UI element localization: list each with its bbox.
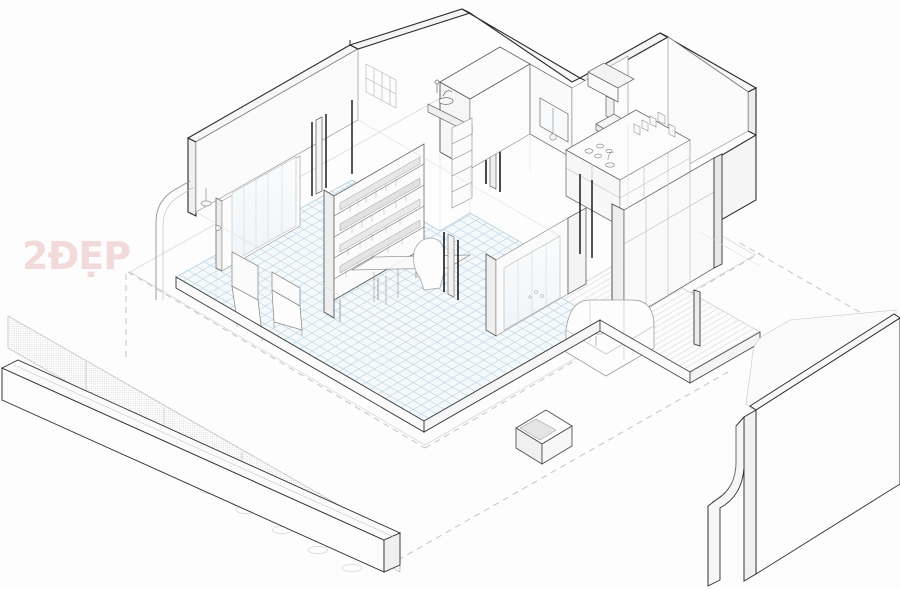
shower-head-icon (200, 188, 221, 231)
pendant-light (549, 108, 557, 141)
ladder-shelf (451, 117, 473, 209)
sink-faucet-icon (434, 79, 454, 105)
mullion (311, 100, 353, 196)
lounge-chair (231, 251, 263, 341)
counter-jars (633, 111, 676, 138)
site-guide-lines (125, 242, 897, 561)
curved-parapet (693, 289, 900, 587)
bench-block (515, 409, 573, 465)
books-row (339, 156, 421, 277)
door-jamb (443, 232, 459, 300)
lounge-chair (271, 271, 303, 336)
bedroom (485, 174, 655, 465)
chair (413, 237, 445, 291)
floor-edge-fascia (175, 276, 761, 433)
wardrobe-cabinet (611, 153, 723, 323)
faint-construction-lines (195, 119, 761, 345)
bed (565, 299, 655, 377)
cooktop-icon (584, 143, 613, 159)
left-wing-interior (155, 100, 353, 341)
planter-box (0, 315, 402, 573)
railing-grid (365, 63, 397, 109)
